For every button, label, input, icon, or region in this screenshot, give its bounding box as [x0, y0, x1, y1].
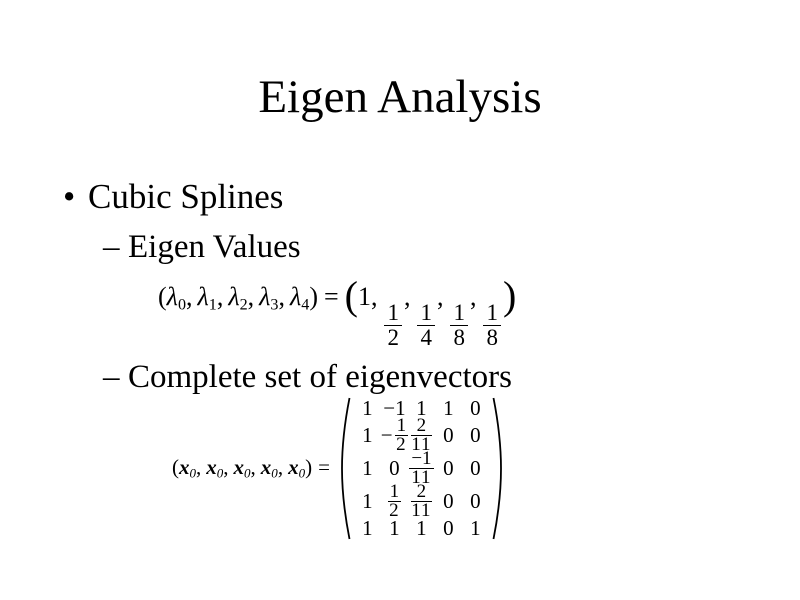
eigenvalues-lhs: (λ0,λ1,λ2,λ3,λ4)	[158, 282, 318, 314]
bullet-cubic-splines: • Cubic Splines	[63, 179, 283, 214]
matrix-cell: 0	[443, 423, 454, 447]
subbullet-text: Eigen Values	[128, 229, 301, 265]
dash-icon: –	[103, 229, 120, 265]
matrix-cell: 1	[362, 396, 373, 420]
matrix-cell: 0	[470, 396, 481, 420]
close-paren: )	[502, 273, 517, 318]
matrix-cell: 0	[443, 456, 454, 480]
matrix-cell: 1	[362, 456, 373, 480]
equals-sign: =	[323, 282, 339, 311]
matrix-cell: 0	[470, 423, 481, 447]
subbullet-text: Complete set of eigenvectors	[128, 359, 512, 395]
matrix-cell: 0	[389, 456, 400, 480]
subbullet-eigenvectors: –Complete set of eigenvectors	[103, 361, 512, 394]
eigenvectors-lhs: (x0,x0,x0,x0,x0)	[172, 455, 313, 481]
matrix-cell: 1	[470, 516, 481, 540]
matrix-cell: 0	[470, 456, 481, 480]
matrix-cell: 1	[416, 396, 427, 420]
open-paren: (	[344, 273, 358, 318]
matrix-cell: 1	[416, 516, 427, 540]
bullet-dot-icon: •	[63, 177, 76, 216]
matrix-cell: 1	[389, 516, 400, 540]
matrix-cell: 1	[362, 489, 373, 513]
bullet-text: Cubic Splines	[88, 177, 284, 216]
matrix-cell: 1	[362, 423, 373, 447]
matrix-right-paren	[492, 396, 504, 541]
matrix-cell: 1	[362, 516, 373, 540]
matrix-left-paren	[339, 396, 351, 541]
dash-icon: –	[103, 359, 120, 395]
matrix-cell: 1	[443, 396, 454, 420]
subbullet-eigen-values: –Eigen Values	[103, 231, 301, 264]
matrix-cell: 0	[443, 489, 454, 513]
equals-sign: =	[318, 455, 330, 479]
matrix-cell: 0	[470, 489, 481, 513]
matrix-cell: 0	[443, 516, 454, 540]
matrix-cell: −1	[383, 396, 406, 420]
slide-title: Eigen Analysis	[258, 71, 542, 123]
